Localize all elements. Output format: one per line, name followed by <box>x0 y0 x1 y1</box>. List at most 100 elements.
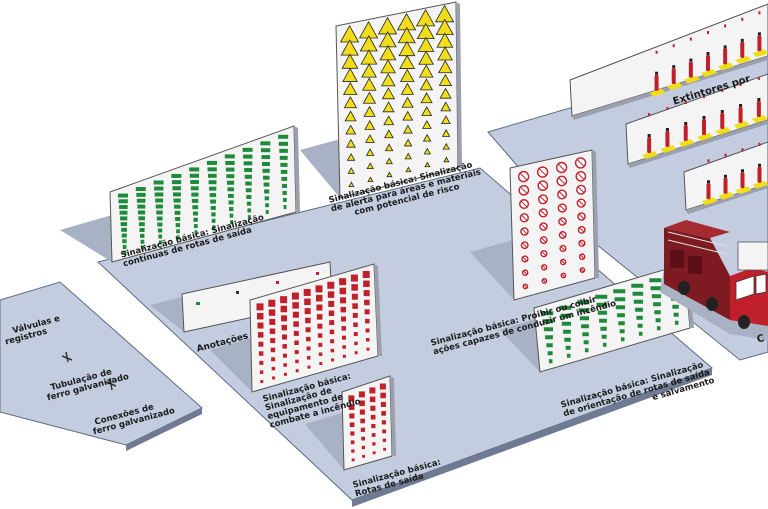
orientation-sign <box>578 308 590 313</box>
prohibition-slash <box>523 284 528 289</box>
exit-route-sign <box>380 401 386 407</box>
equipment-sign <box>271 366 276 371</box>
green-exit-sign <box>157 228 163 233</box>
equipment-sign <box>258 351 264 356</box>
exit-route-sign <box>359 400 365 407</box>
prohibition-slash <box>577 172 585 180</box>
equipment-sign <box>259 360 264 365</box>
green-exit-sign <box>117 193 128 198</box>
extinguisher <box>702 119 706 135</box>
green-exit-sign <box>229 213 234 218</box>
equipment-sign <box>317 333 323 338</box>
green-exit-sign <box>263 175 270 180</box>
orientation-sign <box>674 320 679 325</box>
green-exit-sign <box>279 155 288 160</box>
green-exit-sign <box>244 174 252 179</box>
orientation-sign <box>559 305 572 310</box>
exit-route-sign <box>369 387 376 394</box>
equipment-sign <box>269 318 276 325</box>
warning-triangle-sign <box>382 101 395 113</box>
yellow-alert-panel[interactable] <box>335 1 462 199</box>
prohibition-slash <box>541 251 547 257</box>
equipment-sign <box>270 347 276 353</box>
prohibition-panel[interactable] <box>509 149 599 301</box>
extinguisher-valve <box>647 134 651 137</box>
green-exit-sign <box>211 218 216 223</box>
orientation-sign <box>583 340 589 345</box>
green-exit-sign <box>158 240 162 245</box>
warning-triangle-sign <box>365 148 375 156</box>
extinguisher-valve <box>757 98 761 101</box>
green-exit-sign <box>121 227 127 232</box>
orientation-sign <box>650 286 662 291</box>
equipment-panel[interactable] <box>249 263 382 393</box>
warning-triangle-sign <box>345 124 357 135</box>
equipment-sign <box>350 274 358 282</box>
exit-route-sign <box>349 413 355 419</box>
orientation-sign <box>637 323 643 328</box>
green-exit-sign <box>121 233 127 238</box>
green-exit-sign <box>155 198 164 203</box>
green-exit-sign <box>172 192 181 197</box>
orientation-sign <box>638 331 643 336</box>
extinguisher <box>706 183 711 200</box>
extinguisher-wall-1[interactable] <box>569 3 768 120</box>
green-exit-sign <box>139 228 145 233</box>
green-exit-sign <box>172 186 182 191</box>
prohibition-slash <box>542 265 547 270</box>
equipment-sign <box>280 305 288 313</box>
warning-triangle-sign <box>439 87 452 99</box>
green-exit-sign <box>224 154 235 159</box>
exit-route-sign <box>372 442 376 446</box>
extinguishers-row-1 <box>649 11 768 97</box>
green-exit-sign <box>230 220 234 225</box>
green-exit-sign <box>247 208 252 213</box>
equipment-sign <box>281 315 288 322</box>
equipment-sign <box>305 327 311 333</box>
extinguisher-floor-plate <box>683 75 700 84</box>
fire-truck[interactable] <box>660 220 768 340</box>
extinguisher-wall-3[interactable] <box>683 141 768 214</box>
orientation-sign <box>600 326 607 331</box>
extinguisher <box>647 137 652 153</box>
green-exit-sign <box>119 210 128 215</box>
warning-triangle-sign <box>366 162 374 169</box>
equipment-sign <box>315 285 323 293</box>
extinguisher-valve <box>723 45 727 49</box>
green-exit-sign <box>193 224 198 229</box>
warning-triangle-sign <box>399 68 415 82</box>
pipe-fittings <box>61 351 117 391</box>
extinguisher-marker <box>689 37 692 41</box>
extinguisher-marker <box>648 113 651 116</box>
exit-route-sign <box>358 391 365 398</box>
equipment-sign <box>316 314 323 320</box>
green-exit-panel[interactable] <box>109 125 300 263</box>
equipment-sign <box>283 372 287 376</box>
green-exit-sign <box>123 250 127 255</box>
warning-triangle-sign <box>418 50 434 65</box>
prohibition-slash <box>561 259 566 265</box>
prohibition-slash <box>521 228 528 235</box>
exit-routes-panel[interactable] <box>341 375 396 471</box>
equipment-sign <box>329 329 335 335</box>
prohibition-slash <box>540 223 547 230</box>
extinguisher <box>723 177 728 194</box>
equipment-sign <box>330 348 335 353</box>
extinguisher-wall-2[interactable] <box>625 73 768 168</box>
exit-route-sign <box>350 431 355 436</box>
extinguisher-valve <box>655 71 659 75</box>
equipment-sign <box>295 359 299 364</box>
extinguisher <box>671 68 676 85</box>
equipment-sign <box>282 334 287 340</box>
green-exit-sign <box>207 167 217 172</box>
extinguisher-marker <box>707 159 710 163</box>
equipment-sign <box>362 270 370 278</box>
green-exit-sign <box>244 168 253 173</box>
equipment-sign <box>366 347 370 351</box>
green-exit-sign <box>208 180 217 185</box>
green-exit-sign <box>243 161 253 166</box>
green-exit-sign <box>245 181 252 186</box>
orientation-sign <box>619 329 625 334</box>
warning-triangle-sign <box>423 147 431 155</box>
